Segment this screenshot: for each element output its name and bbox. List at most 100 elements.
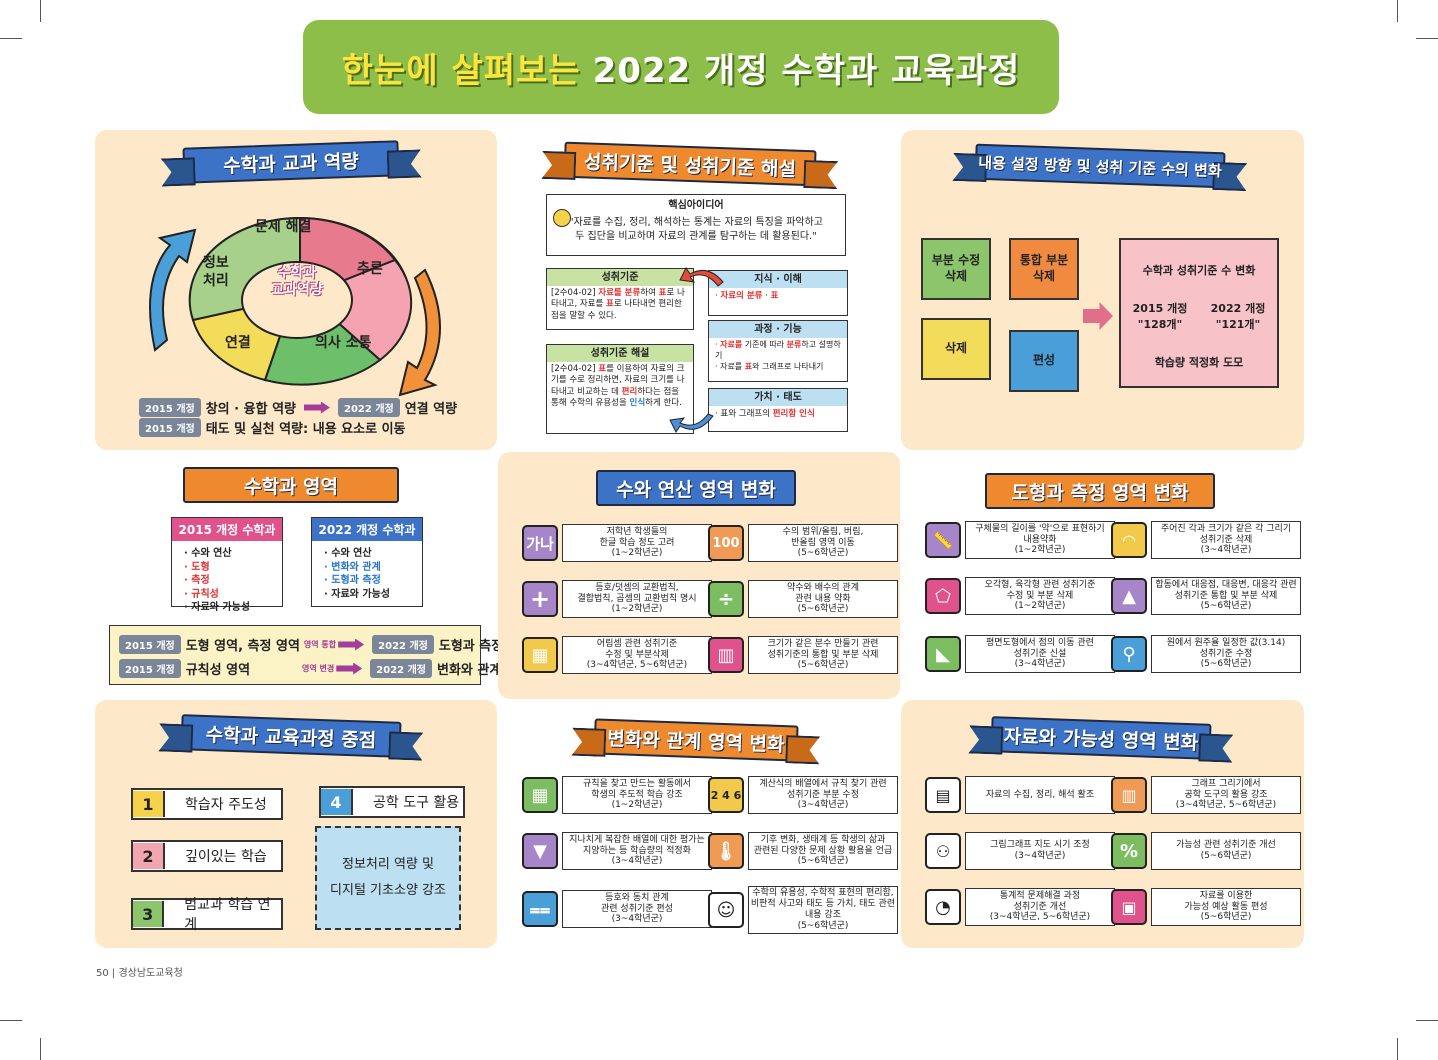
val-text: · 표와 그래프의	[715, 409, 773, 419]
crop-mark	[0, 1020, 22, 1021]
core-idea-title: 핵심아이디어	[668, 200, 724, 211]
standard-title: 성취기준	[547, 269, 693, 286]
arrow-icon	[338, 638, 365, 651]
segment-label: 문제 해결	[255, 219, 312, 235]
std-text-hl: 표	[606, 299, 614, 310]
relation-item: 🌡 기후 변화, 생태계 등 학생의 삶과 관련된 다양한 문제 상황 활용을 …	[708, 832, 898, 870]
standard-explanation-card: 성취기준 해설 [2수04-02] 표를 이용하여 자료의 크기를 수로 정리하…	[546, 344, 694, 434]
cycle-arrow-icon	[149, 228, 197, 352]
puzzle-piece-green: 부분 수정 삭제	[921, 238, 991, 300]
data-item: ▣ 자료를 이용한 가능성 예상 활동 편성 (5~6학년군)	[1111, 888, 1301, 926]
exp-text: 하게 한다.	[645, 398, 682, 409]
title-part2: 2022 개정 수학과 교육과정	[592, 50, 1021, 91]
process-title: 과정 · 기능	[709, 321, 847, 338]
tag-2022: 2022 개정	[370, 659, 432, 678]
domain-item: 수와 연산	[324, 547, 410, 561]
geometry-item-text: 구체물의 길이를 '약'으로 표현하기 내용약화 (1~2학년군)	[965, 521, 1115, 559]
bar-chart-icon: ▥	[1111, 777, 1147, 813]
tag-2015: 2015 개정	[119, 659, 181, 678]
relation-item-text: 등호와 동치 관계 관련 성취기준 편성 (3~4학년군)	[562, 890, 712, 928]
geometry-item: ⬠ 오각형, 육각형 관련 성취기준 수정 및 부분 삭제 (1~2학년군)	[925, 577, 1115, 615]
fraction-icon: ▥	[708, 637, 744, 673]
relation-item: ▦ 규칙을 찾고 만드는 활동에서 학생의 주도적 학습 강조 (1~2학년군)	[522, 776, 712, 814]
standard-count-box: 수학과 성취기준 수 변화 2015 개정 "128개" 2022 개정 "12…	[1119, 238, 1279, 388]
competency-ring	[149, 216, 441, 397]
know-text: ·	[715, 291, 721, 301]
number-item: ÷ 약수와 배수의 관계 관련 내용 약화 (5~6학년군)	[708, 580, 898, 618]
plus-icon: +	[522, 581, 558, 617]
domain-panel: 수학과 영역 2015 개정 수학과 수와 연산 도형 측정 규칙성 자료와 가…	[95, 455, 532, 695]
standard-count-bottom: 학습량 적정화 도모	[1154, 356, 1244, 369]
percent-icon: %	[1111, 833, 1147, 869]
count-2015: 2015 개정 "128개"	[1132, 302, 1188, 331]
number-item: + 등호/덧셈의 교환법칙, 결합법칙, 곱셈의 교환법칙 명시 (1~2학년군…	[522, 580, 712, 618]
compass-icon: ⚲	[1111, 636, 1147, 672]
competency-row2: 2015 개정 태도 및 실천 역량: 내용 요소로 이동	[139, 418, 406, 437]
thermometer-icon: 🌡	[708, 833, 744, 869]
crop-mark	[40, 1038, 41, 1060]
std-text: [2수04-02]	[551, 288, 599, 298]
count-2022: 2022 개정 "121개"	[1210, 302, 1266, 331]
triangle-pattern-icon: ▼	[522, 833, 558, 869]
std-text-hl: 자료를 분류	[598, 288, 641, 298]
value-title: 가치 · 태도	[709, 389, 847, 406]
ruler-icon: 📏	[925, 522, 961, 558]
proc-text-hl: 분류	[786, 340, 802, 349]
data-item-text: 가능성 관련 성취기준 개선 (5~6학년군)	[1151, 832, 1301, 870]
crop-mark	[1416, 38, 1438, 39]
relation-ribbon: 변화와 관계 영역 변화	[593, 718, 799, 762]
std-text: 하여	[640, 288, 659, 298]
focus-number: 2	[133, 843, 165, 869]
focus-item: 2 깊이있는 학습	[131, 840, 283, 872]
geometry-item-text: 오각형, 육각형 관련 성취기준 수정 및 부분 삭제 (1~2학년군)	[965, 577, 1115, 615]
number-ribbon: 수와 연산 영역 변화	[596, 470, 796, 506]
standard-count-title: 수학과 성취기준 수 변화	[1142, 264, 1256, 277]
relation-item-text: 규칙을 찾고 만드는 활동에서 학생의 주도적 학습 강조 (1~2학년군)	[562, 776, 712, 814]
hangul-icon: 가나	[522, 525, 558, 561]
know-text-hl: 자료의 분류	[720, 291, 763, 301]
proc-text-hl: 표	[744, 361, 753, 371]
grid-icon: ▦	[522, 777, 558, 813]
domain-row2: 2015 개정 규칙성 영역 영역 변경 2022 개정 변화와 관계 영역	[119, 659, 530, 678]
focus-text: 학습자 주도성	[185, 797, 267, 813]
proc-text: · 자료를	[715, 361, 745, 371]
domain-2015-head: 2015 개정 수학과	[172, 518, 282, 541]
number-pattern-icon: 2 4 6	[708, 777, 744, 813]
number-item-text: 수의 범위/올림, 버림, 반올림 영역 이동 (5~6학년군)	[748, 524, 898, 562]
std-text: 로 나타내면 편리한 점을 말할 수 있다.	[551, 299, 682, 321]
segment-label: 의사 소통	[315, 335, 372, 351]
page-title: 한눈에 살펴보는 2022 개정 수학과 교육과정	[303, 20, 1059, 114]
crop-mark	[1416, 1020, 1438, 1021]
competency-row2-text: 태도 및 실천 역량: 내용 요소로 이동	[205, 422, 406, 437]
focus-panel: 수학과 교육과정 중점 1 학습자 주도성 2 깊이있는 학습 3 범교과 학습…	[95, 700, 497, 948]
relation-item: 2 4 6 계산식의 배열에서 규칙 찾기 관련 성취기준 부분 수정 (3~4…	[708, 776, 898, 814]
pentagon-icon: ⬠	[925, 578, 961, 614]
data-item-text: 자료를 이용한 가능성 예상 활동 편성 (5~6학년군)	[1151, 888, 1301, 926]
set-square-icon: ◣	[925, 636, 961, 672]
geometry-item-text: 합동에서 대응점, 대응변, 대응각 관련 성취기준 통합 및 부분 삭제 (5…	[1151, 577, 1301, 615]
domain-row1-mid: 영역 통합	[303, 640, 337, 649]
cycle-arrow-icon	[398, 268, 441, 397]
number-item: 100 수의 범위/올림, 버림, 반올림 영역 이동 (5~6학년군)	[708, 524, 898, 562]
proc-text: 하고 설명하기	[715, 340, 841, 360]
curved-arrow-icon	[679, 267, 724, 287]
relation-item: ▼ 지나치게 복잡한 배열에 대한 평가는 지양하는 등 학습량의 적정화 (3…	[522, 832, 712, 870]
proc-text: 와 그래프로 나타내기	[752, 361, 824, 371]
domain-2022-box: 2022 개정 수학과 수와 연산 변화와 관계 도형과 측정 자료와 가능성	[311, 517, 423, 607]
title-part1: 한눈에 살펴보는	[341, 50, 581, 91]
knowledge-card: 지식 · 이해 · 자료의 분류 · 표	[708, 270, 848, 316]
geometry-item: ▲ 합동에서 대응점, 대응변, 대응각 관련 성취기준 통합 및 부분 삭제 …	[1111, 577, 1301, 615]
focus-board: 정보처리 역량 및 디지털 기초소양 강조	[315, 826, 461, 930]
focus-number: 3	[133, 901, 165, 927]
geometry-ribbon: 도형과 측정 영역 변화	[985, 473, 1215, 509]
crop-mark	[1397, 0, 1398, 22]
domain-2015-box: 2015 개정 수학과 수와 연산 도형 측정 규칙성 자료와 가능성	[171, 517, 283, 613]
probability-board-icon: ▣	[1111, 889, 1147, 925]
arrow-icon	[336, 662, 363, 675]
proc-text-hl: 자료를	[720, 340, 743, 349]
process-card: 과정 · 기능 · 자료를 기준에 따라 분류하고 설명하기 · 자료를 표와 …	[708, 320, 848, 382]
data-item-text: 그래프 그리기에서 공학 도구의 활용 강조 (3~4학년군, 5~6학년군)	[1151, 776, 1301, 814]
exp-text-hl: 표	[598, 364, 607, 374]
tag-2015: 2015 개정	[139, 398, 201, 417]
exp-text: 하다는 점을 통해 수학의 유용성을	[551, 386, 680, 409]
